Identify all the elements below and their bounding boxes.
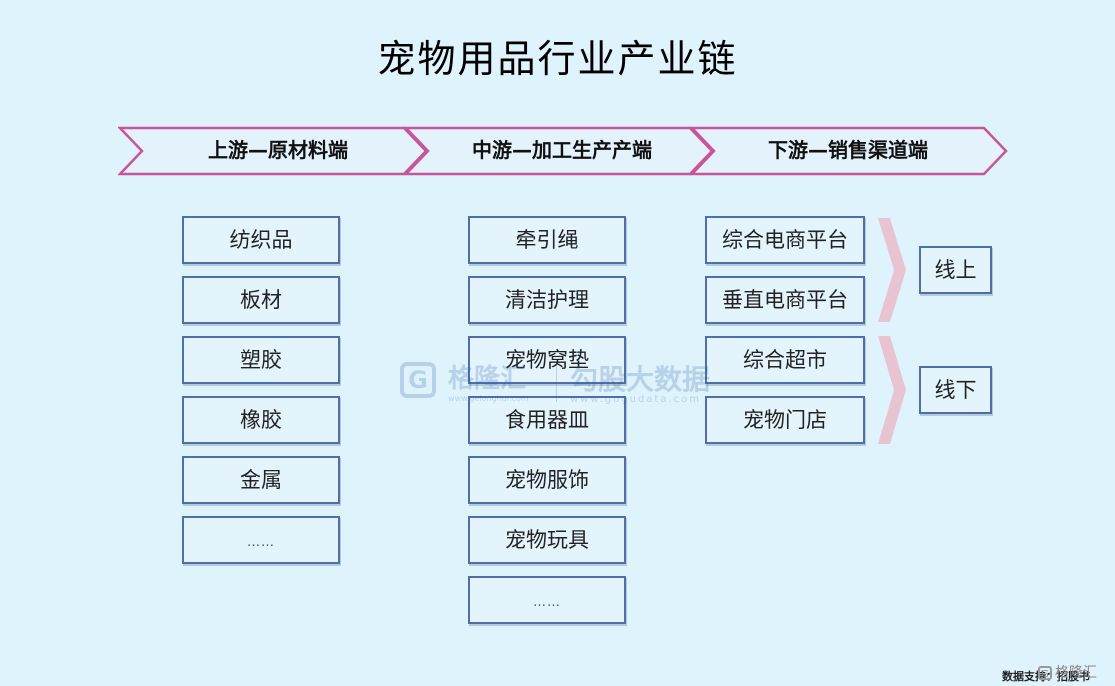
downstream-item: 垂直电商平台 [705, 276, 865, 324]
midstream-item: 牵引绳 [468, 216, 626, 264]
bracket-offline [878, 336, 906, 444]
channel-online: 线上 [919, 246, 992, 294]
upstream-item-more: …… [182, 516, 340, 564]
midstream-item: 宠物窝垫 [468, 336, 626, 384]
chevron-downstream [689, 126, 1008, 176]
upstream-item: 橡胶 [182, 396, 340, 444]
midstream-item: 宠物玩具 [468, 516, 626, 564]
downstream-item: 综合电商平台 [705, 216, 865, 264]
channel-brackets [878, 218, 906, 444]
midstream-item: 食用器皿 [468, 396, 626, 444]
chevron-midstream [403, 126, 714, 176]
stage-chevrons [118, 126, 1008, 176]
downstream-item: 综合超市 [705, 336, 865, 384]
channel-offline: 线下 [919, 366, 992, 414]
midstream-item: 宠物服饰 [468, 456, 626, 504]
midstream-item: 清洁护理 [468, 276, 626, 324]
bracket-online [878, 218, 906, 322]
page-title: 宠物用品行业产业链 [377, 37, 738, 81]
upstream-item: 纺织品 [182, 216, 340, 264]
upstream-item: 金属 [182, 456, 340, 504]
watermark-logo-icon: G [400, 362, 436, 398]
upstream-item: 板材 [182, 276, 340, 324]
stage-label-upstream: 上游—原材料端 [208, 138, 348, 162]
upstream-item: 塑胶 [182, 336, 340, 384]
brand-logo-icon: G [1038, 666, 1052, 680]
midstream-item-more: …… [468, 576, 626, 624]
stage-label-midstream: 中游—加工生产产端 [472, 138, 652, 162]
corner-brand-name: 格隆汇 [1055, 665, 1097, 681]
chevron-upstream [118, 126, 428, 176]
stage-label-downstream: 下游—销售渠道端 [768, 138, 928, 162]
downstream-item: 宠物门店 [705, 396, 865, 444]
source-note: 数据支持：招股书 [1002, 670, 1090, 683]
